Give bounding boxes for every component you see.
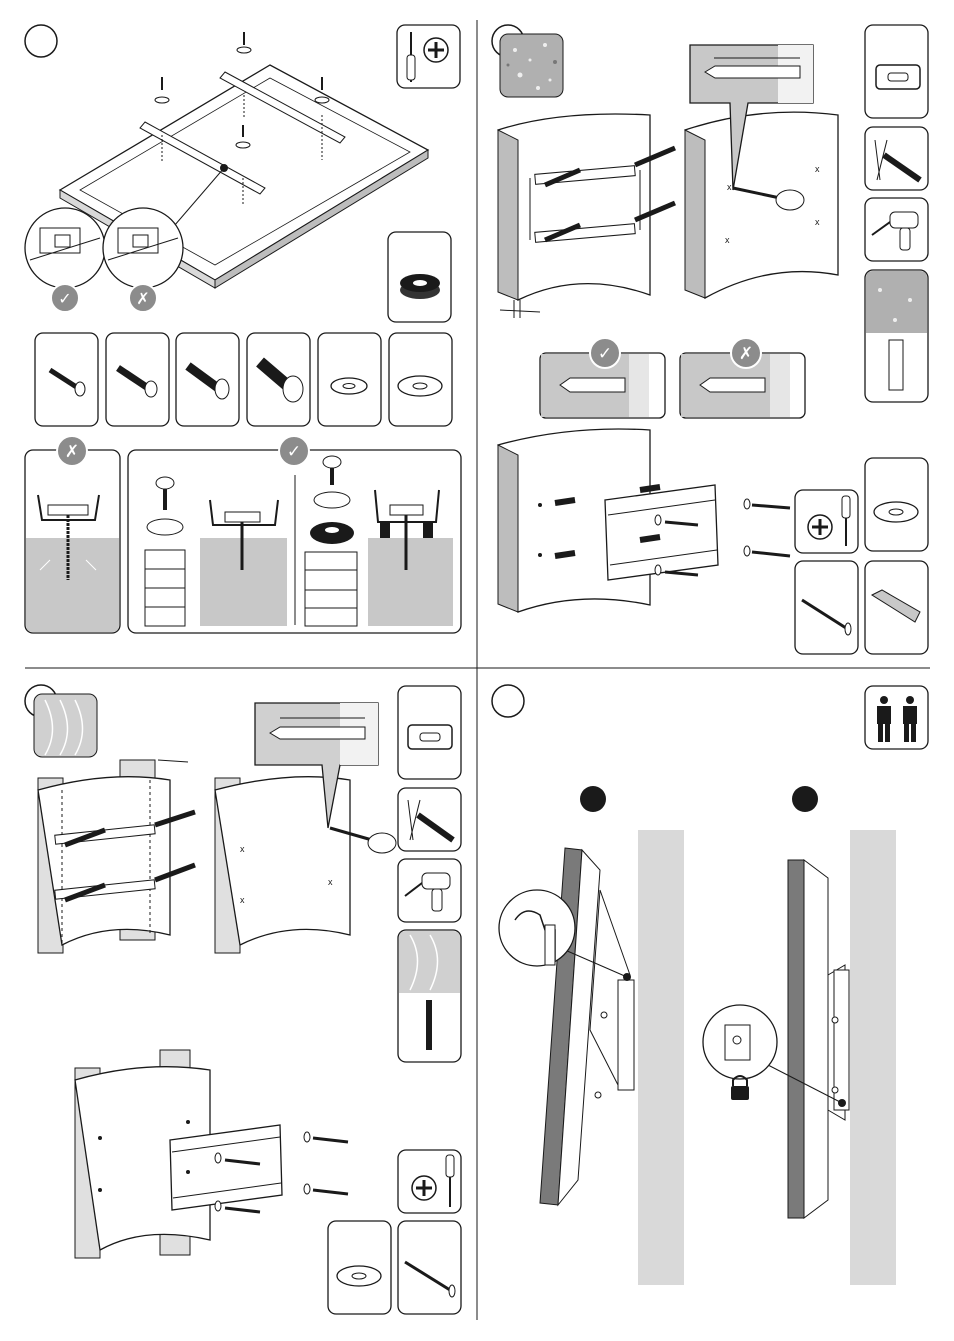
washer-small-icon — [318, 333, 381, 426]
svg-text:x: x — [727, 182, 732, 192]
step-3-section: x x x — [25, 685, 461, 1314]
wall-drilling-illustration: x x x x — [685, 45, 838, 298]
tv-hook-on-illustration — [499, 830, 684, 1285]
bolt-large-icon — [176, 333, 239, 426]
wood-texture-icon — [34, 694, 97, 757]
concrete-texture-icon — [500, 34, 563, 97]
wall-plate-installation — [498, 429, 790, 612]
screwdriver-phillips-icon — [398, 1150, 461, 1213]
drill-icon — [865, 198, 928, 261]
two-persons-icon — [865, 686, 928, 749]
level-icon — [865, 25, 928, 118]
svg-text:x: x — [240, 844, 245, 854]
bolt-medium-icon — [106, 333, 169, 426]
svg-text:x: x — [815, 217, 820, 227]
wood-bit-icon — [398, 930, 461, 1062]
wrong-mark-text: ✗ — [136, 289, 149, 308]
screwdriver-phillips-icon — [397, 25, 460, 88]
correct-panel-mark: ✓ — [287, 442, 301, 462]
stud-marking-illustration — [38, 760, 195, 953]
svg-text:x: x — [725, 235, 730, 245]
wrong-installation-panel: ✗ — [25, 436, 120, 633]
anchor-wrong-detail: ✗ — [680, 338, 805, 418]
wall-plug-icon — [865, 561, 928, 654]
screwdriver-phillips-icon — [795, 490, 858, 553]
wall-marking-illustration — [498, 114, 675, 318]
correct-mark-text: ✓ — [58, 289, 71, 308]
step-1-section: ✓ ✗ — [25, 25, 461, 633]
anchor-wrong-mark: ✗ — [739, 344, 753, 364]
bolt-xlarge-icon — [247, 333, 310, 426]
pencil-mark-icon — [398, 788, 461, 851]
wrong-panel-mark: ✗ — [65, 442, 79, 462]
masonry-bit-icon — [865, 270, 928, 402]
sub-step-b-badge — [792, 786, 818, 812]
level-icon — [398, 686, 461, 779]
detail-correct-fit: ✓ — [25, 208, 105, 312]
wood-plate-installation — [75, 1050, 348, 1258]
spacer-washer-icon — [388, 232, 451, 322]
correct-installation-panel: ✓ — [128, 436, 461, 633]
svg-text:x: x — [240, 895, 245, 905]
anchor-correct-mark: ✓ — [598, 344, 612, 364]
step-4-badge — [492, 685, 524, 717]
bolt-small-icon — [35, 333, 98, 426]
svg-text:x: x — [815, 164, 820, 174]
detail-wrong-fit: ✗ — [103, 208, 183, 312]
tv-locked-illustration — [703, 830, 896, 1285]
pencil-mark-icon — [865, 127, 928, 190]
washer-large-icon — [328, 1221, 391, 1314]
stud-drilling-illustration: x x x — [215, 703, 396, 953]
drill-icon — [398, 859, 461, 922]
hardware-row — [35, 333, 452, 426]
washer-large-icon — [865, 458, 928, 551]
nail-icon — [795, 561, 858, 654]
nail-icon — [398, 1221, 461, 1314]
anchor-correct-detail: ✓ — [540, 338, 665, 418]
svg-text:x: x — [328, 877, 333, 887]
step-1-badge — [25, 25, 57, 57]
washer-large-icon — [389, 333, 452, 426]
step-2-section: x x x x — [492, 25, 928, 654]
step-4-section — [492, 685, 928, 1285]
sub-step-a-badge — [580, 786, 606, 812]
